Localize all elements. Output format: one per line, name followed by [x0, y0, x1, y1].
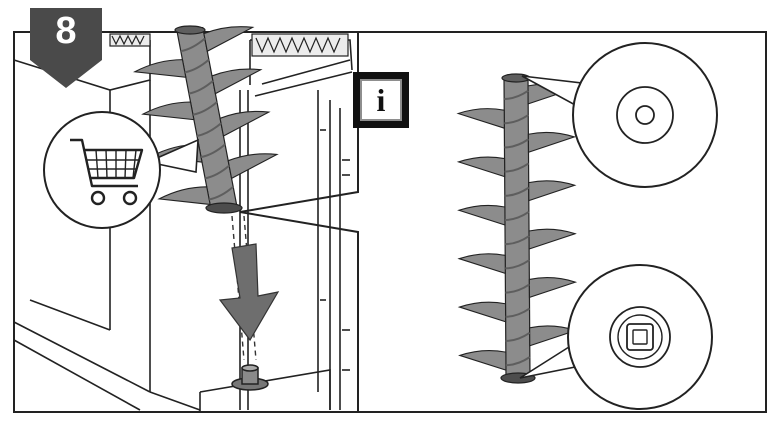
step-badge-shape [30, 8, 102, 88]
info-icon-frame: i [360, 79, 402, 121]
info-letter: i [376, 82, 386, 118]
square-socket-detail [567, 264, 713, 410]
step-number: 8 [55, 10, 77, 52]
step-badge: 8 [30, 8, 102, 88]
info-icon: i [353, 72, 409, 128]
base-socket [231, 364, 269, 391]
appliance-body [13, 39, 353, 412]
shopping-cart-icon [43, 111, 161, 229]
frame-border [13, 31, 767, 413]
auger-screw-right [456, 73, 578, 384]
gear-housing [109, 33, 349, 57]
round-socket-detail [572, 42, 718, 188]
arrow-down-icon [218, 243, 280, 342]
